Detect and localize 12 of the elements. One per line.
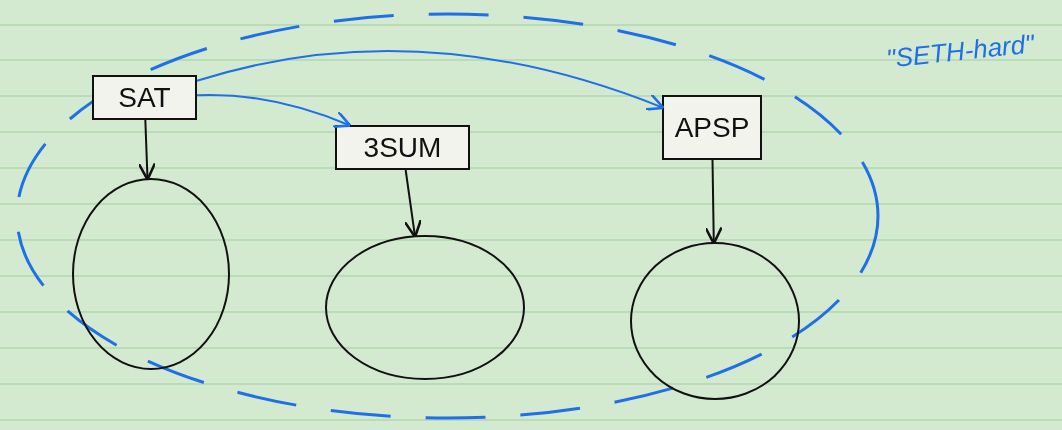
problem-box: SAT [92, 75, 197, 120]
empty-ellipse [325, 235, 525, 380]
problem-box: 3SUM [335, 125, 470, 170]
problem-box: APSP [662, 95, 762, 160]
empty-ellipse [72, 178, 230, 370]
arrow [704, 159, 723, 245]
arrow [137, 119, 157, 181]
group-label: "SETH-hard" [884, 27, 1037, 76]
arrow [196, 93, 352, 129]
arrow [196, 50, 665, 112]
arrow [403, 169, 423, 239]
empty-ellipse [630, 242, 800, 400]
